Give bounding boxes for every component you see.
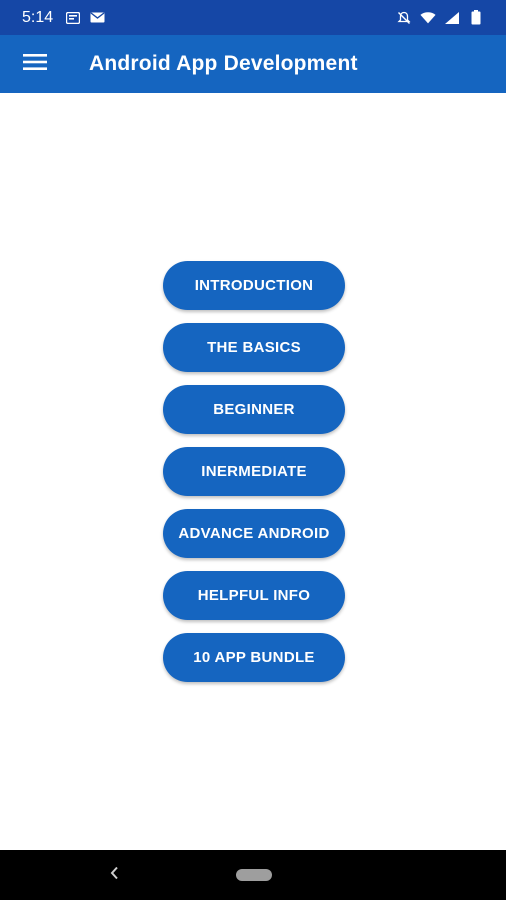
wifi-icon [420, 11, 436, 25]
main-content: INTRODUCTION THE BASICS BEGINNER INERMED… [0, 93, 506, 850]
status-bar: 5:14 [0, 0, 506, 35]
home-pill-icon[interactable] [236, 869, 272, 881]
status-time: 5:14 [22, 8, 54, 26]
menu-button-list: INTRODUCTION THE BASICS BEGINNER INERMED… [163, 261, 345, 682]
intermediate-button[interactable]: INERMEDIATE [163, 447, 345, 496]
back-button[interactable] [103, 864, 125, 886]
beginner-button[interactable]: BEGINNER [163, 385, 345, 434]
helpful-info-button[interactable]: HELPFUL INFO [163, 571, 345, 620]
app-bar: Android App Development [0, 35, 506, 93]
silent-icon [396, 11, 412, 25]
hamburger-menu-button[interactable] [0, 35, 70, 93]
mail-icon [89, 11, 105, 25]
the-basics-button[interactable]: THE BASICS [163, 323, 345, 372]
app-bundle-button[interactable]: 10 APP BUNDLE [163, 633, 345, 682]
battery-icon [468, 10, 484, 25]
app-title: Android App Development [89, 52, 358, 75]
signal-icon [444, 11, 460, 25]
status-right-icons [396, 10, 484, 25]
hamburger-menu-icon [23, 53, 47, 76]
introduction-button[interactable]: INTRODUCTION [163, 261, 345, 310]
back-chevron-icon [109, 866, 119, 885]
notification-icon [65, 11, 81, 25]
status-left-icons [65, 11, 105, 25]
system-nav-bar [0, 850, 506, 900]
advance-android-button[interactable]: ADVANCE ANDROID [163, 509, 345, 558]
